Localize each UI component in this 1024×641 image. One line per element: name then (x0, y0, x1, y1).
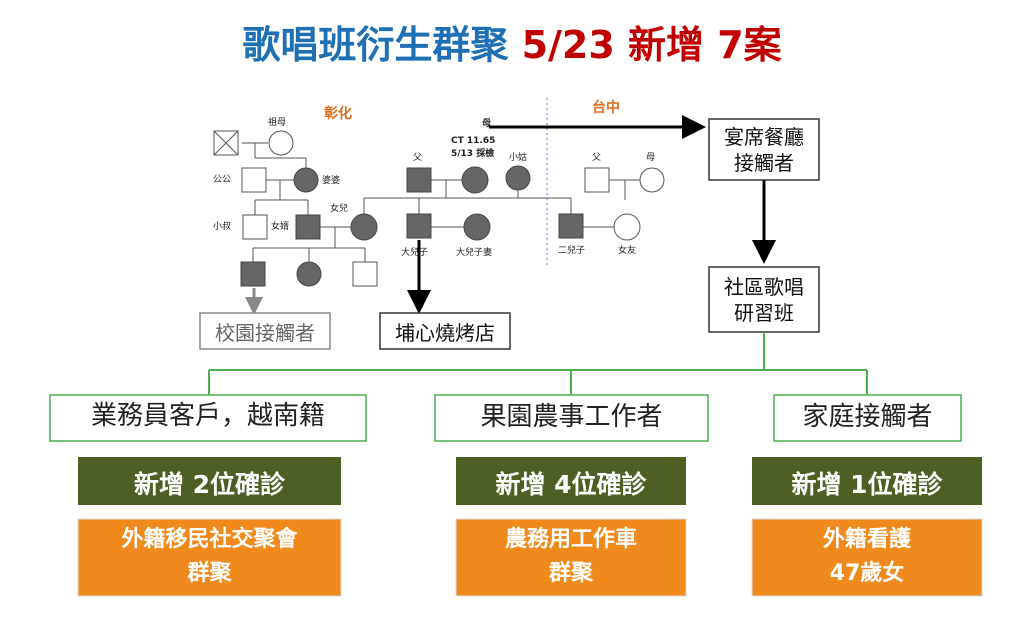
cluster-box (751, 518, 983, 597)
new-cases-box (752, 457, 982, 505)
grandmother-symbol (268, 130, 294, 156)
label-aunt: 小姑 (509, 151, 527, 163)
banquet-contacts-label: 宴席餐廳 接觸者 (709, 124, 819, 176)
label-mother-in-law: 婆婆 (322, 174, 340, 186)
cluster-box (77, 518, 342, 597)
branch-category-box (773, 394, 962, 442)
grandfather-in-law-symbol (241, 167, 267, 193)
grandchild-symbol (352, 261, 378, 287)
region-label-taichung: 台中 (592, 99, 620, 116)
daughter-symbol (350, 213, 378, 241)
singing-class-box (708, 266, 820, 333)
label-mother: 母 (482, 118, 491, 129)
cluster-2-line-1: 農務用工作車 (504, 527, 637, 552)
cluster-3-line-1: 外籍看護 (822, 527, 911, 552)
right-mother-symbol (639, 167, 665, 193)
label-uncle: 小叔 (213, 220, 231, 232)
cluster-3-line-2: 47歲女 (829, 561, 905, 586)
title-main: 歌唱班衍生群聚 (242, 23, 509, 67)
new-cases-2: 新增 4位確診 (495, 470, 647, 499)
label-eldest-son-wife: 大兒子妻 (456, 246, 492, 258)
label-grandmother: 祖母 (268, 116, 286, 128)
girlfriend-symbol (613, 213, 641, 241)
title-date-count: 5/23 新增 7案 (521, 23, 782, 67)
new-cases-3: 新增 1位確診 (791, 470, 943, 499)
region-label-changhua: 彰化 (324, 105, 352, 122)
banquet-contacts-box (708, 118, 820, 181)
new-cases-1: 新增 2位確診 (133, 470, 286, 499)
label-mother-ct: CT 11.65 (451, 136, 495, 146)
branch-category-2: 果園農事工作者 (480, 402, 663, 432)
banquet-line-2: 接觸者 (734, 151, 794, 175)
aunt-symbol (505, 165, 531, 191)
grandchild-symbol (296, 261, 322, 287)
cluster-1-line-1: 外籍移民社交聚會 (121, 527, 298, 552)
branch-connectors (208, 332, 868, 395)
label-mother-test-date: 5/13 採檢 (451, 147, 494, 159)
mother-symbol (461, 166, 489, 194)
new-cases-box (78, 457, 341, 505)
new-cases-box (456, 457, 686, 505)
mother-in-law-symbol (293, 167, 319, 193)
branch-category-box (49, 394, 367, 442)
bbq-shop-box (379, 312, 511, 350)
cluster-2-line-2: 群聚 (548, 561, 593, 586)
cluster-3: 外籍看護 47歲女 (752, 523, 982, 591)
branch-category-box (434, 394, 709, 442)
label-girlfriend: 女友 (618, 244, 636, 256)
label-right-mother: 母 (646, 152, 655, 163)
cluster-1: 外籍移民社交聚會 群聚 (78, 523, 341, 591)
deceased-mark (213, 130, 239, 156)
branch-category-3: 家庭接觸者 (802, 402, 933, 432)
label-daughter: 女兒 (330, 202, 348, 214)
class-line-1: 社區歌唱 (724, 275, 804, 299)
school-contacts-label: 校園接觸者 (215, 321, 315, 345)
eldest-son-wife-symbol (463, 213, 491, 241)
uncle-symbol (242, 214, 268, 240)
son-in-law-symbol (295, 214, 321, 240)
label-right-father: 父 (592, 152, 601, 163)
label-second-son: 二兒子 (558, 244, 585, 256)
page-title: 歌唱班衍生群聚 5/23 新增 7案 (0, 14, 1024, 67)
label-father: 父 (413, 152, 422, 163)
school-contacts-box (199, 312, 331, 350)
label-eldest-son: 大兒子 (401, 246, 428, 258)
cluster-1-line-2: 群聚 (187, 561, 232, 586)
cluster-box (455, 518, 687, 597)
eldest-son-symbol (406, 213, 432, 239)
bbq-shop-label: 埔心燒烤店 (395, 321, 495, 345)
label-grandfather: 公公 (213, 174, 231, 185)
right-father-symbol (584, 167, 610, 193)
father-symbol (406, 167, 432, 193)
cluster-2: 農務用工作車 群聚 (456, 523, 686, 591)
class-line-2: 研習班 (734, 301, 794, 325)
branch-category-1: 業務員客戶，越南籍 (90, 401, 325, 431)
label-son-in-law: 女婿 (271, 220, 289, 232)
second-son-symbol (558, 213, 584, 239)
grandchild-symbol (240, 261, 266, 287)
banquet-line-1: 宴席餐廳 (724, 125, 804, 149)
singing-class-label: 社區歌唱 研習班 (709, 274, 819, 326)
pedigree-lines (242, 142, 640, 262)
